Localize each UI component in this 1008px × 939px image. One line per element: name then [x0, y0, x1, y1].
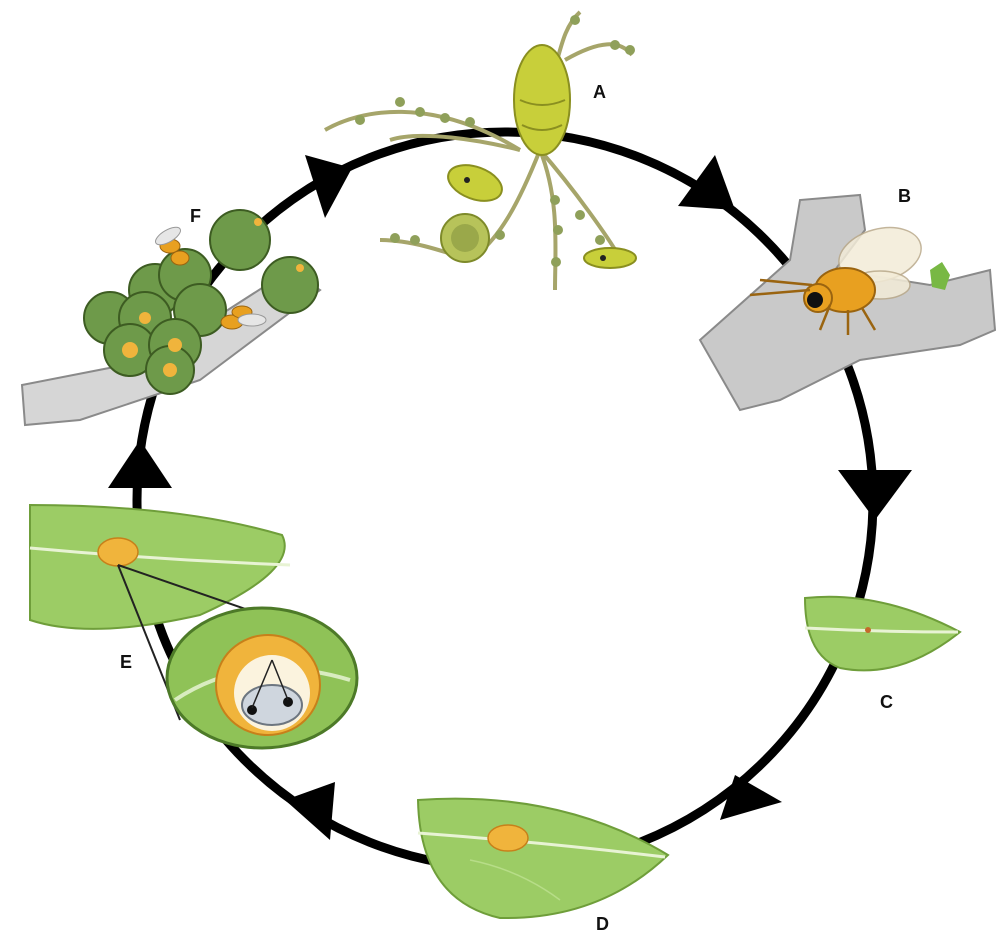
- stage-label-b: B: [898, 186, 911, 206]
- stage-a-illustration: [325, 12, 636, 290]
- arrow-e-to-f-icon: [108, 440, 172, 488]
- wasp-f-left-icon: [153, 224, 189, 265]
- arrow-c-to-d-icon: [720, 775, 782, 820]
- stage-label-d: D: [596, 914, 609, 934]
- stage-label-c: C: [880, 692, 893, 712]
- arrow-d-to-e-icon: [285, 782, 335, 840]
- stage-label-f: F: [190, 206, 201, 226]
- arrow-b-to-c-icon: [838, 470, 912, 520]
- stage-d-illustration: [418, 799, 668, 918]
- stage-f-illustration: [22, 210, 320, 425]
- stage-c-illustration: [805, 597, 960, 671]
- stage-label-a: A: [593, 82, 606, 102]
- stage-e-illustration: [30, 505, 357, 748]
- stage-label-e: E: [120, 652, 132, 672]
